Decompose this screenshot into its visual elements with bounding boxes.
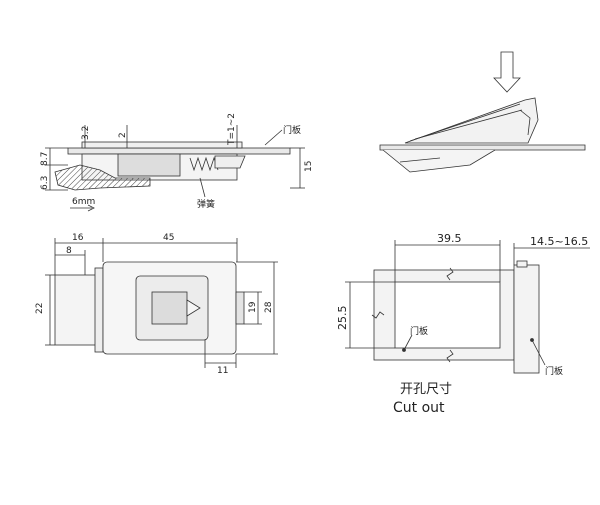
dim-39-5: 39.5 [437,232,462,245]
cutout-side-tab [516,260,528,268]
bezel [81,141,243,149]
dim-19: 19 [248,301,258,313]
front-tongue-step [94,267,104,353]
label-door-panel-inner: 门板 [410,325,428,337]
iso-edge-1 [409,103,521,142]
dim-6mm: 6mm [72,197,95,207]
dim-16: 16 [72,233,84,243]
isometric-view [379,51,586,173]
front-tongue [54,274,101,346]
iso-edge-2 [414,109,523,140]
dim-14-5-16-5: 14.5~16.5 [530,235,588,248]
front-view [45,238,278,368]
dim-2: 2 [118,132,128,138]
iso-lower-housing [382,149,496,173]
leader-door-panel-inner [403,334,413,351]
latch-tongue [214,155,246,169]
dim-28: 28 [264,301,274,313]
caption-chinese: 开孔尺寸 [400,382,452,397]
break-mark-top [446,267,454,281]
label-door-panel-side: 门板 [545,365,563,377]
break-mark-left [371,311,385,319]
front-paddle-arrow [186,299,201,317]
side-section-view [45,125,305,212]
dim-15: 15 [304,161,314,172]
front-view-texts: 16 45 8 22 19 28 11 [35,233,274,376]
dim-11: 11 [217,366,228,376]
cutout-hole [394,281,501,349]
iso-panel-plate [379,144,586,151]
travel-arrowhead [87,204,95,212]
label-door-panel: 门板 [283,124,301,136]
dim-6-3: 6.3 [40,176,50,190]
cutout-view [345,240,590,374]
leader-door-panel-side [531,339,546,366]
spring-coil [189,156,219,172]
dim-22: 22 [35,303,45,314]
cutout-side-panel [513,264,540,374]
leader-dot-side [530,338,534,342]
dim-8-7: 8.7 [40,152,50,166]
label-spring: 弹簧 [197,198,215,210]
dim-25-5: 25.5 [336,306,349,331]
dim-3-2: 3.2 [81,126,91,140]
latch-body [117,153,181,177]
hatched-section [54,164,151,191]
dim-45: 45 [163,233,174,243]
break-mark-bottom [446,349,454,363]
front-paddle-window [151,291,188,325]
cutout-view-texts: 39.5 14.5~16.5 25.5 门板 门板 开孔尺寸 Cut out [336,232,588,416]
caption-english: Cut out [393,400,445,416]
dim-8: 8 [66,246,72,256]
leader-dot-inner [402,348,406,352]
dim-t: T=1~2 [227,113,237,146]
side-section-texts: 3.2 2 T=1~2 8.7 6.3 15 门板 弹簧 6mm [40,113,314,210]
door-panel-plate [67,147,291,155]
iso-lower-edge [399,157,441,163]
leader-door-panel [264,129,283,146]
front-right-stub [235,291,245,325]
press-arrow-icon [493,51,521,93]
leader-spring [199,177,206,198]
iso-hook [519,109,531,136]
